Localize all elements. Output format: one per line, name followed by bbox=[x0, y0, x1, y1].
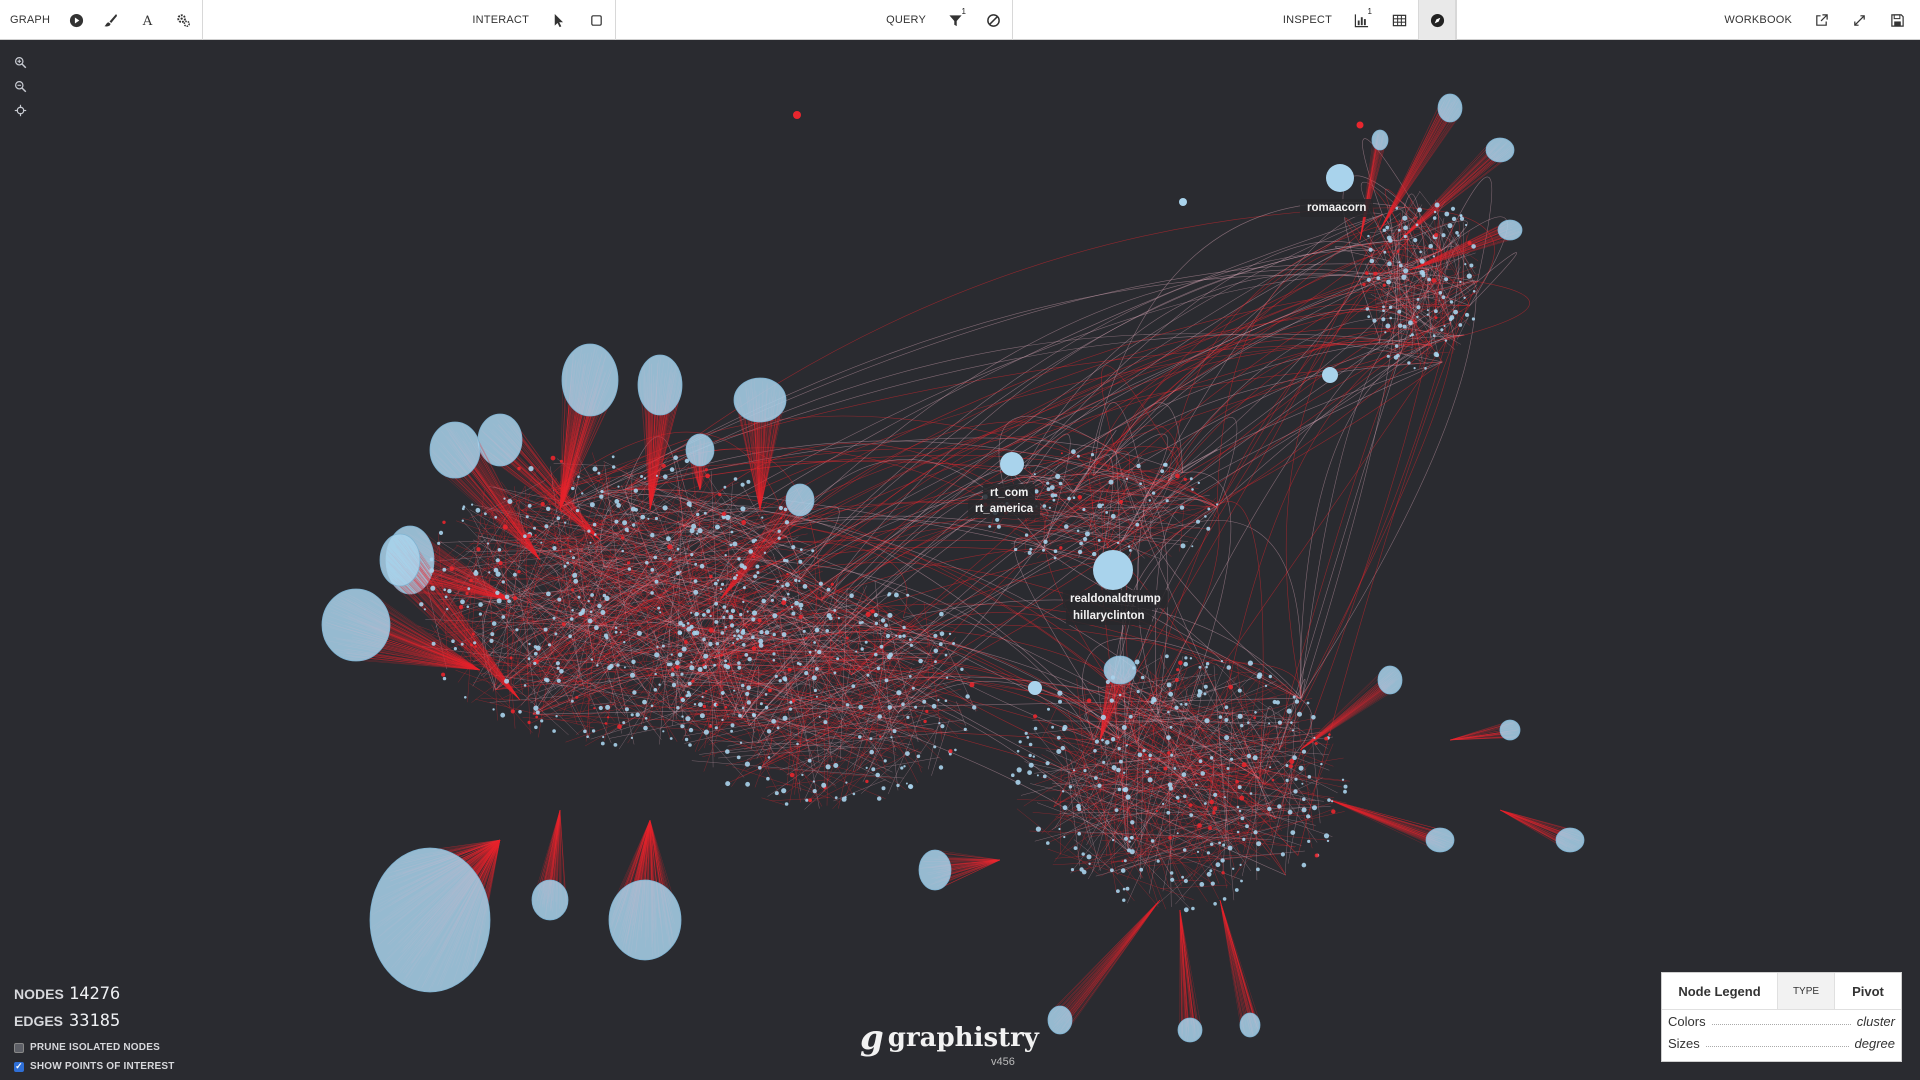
inspect-group: INSPECT 1 bbox=[1012, 0, 1457, 40]
text-button[interactable]: A bbox=[129, 0, 165, 40]
edges-label: EDGES bbox=[14, 1013, 64, 1029]
nodes-label: NODES bbox=[14, 986, 64, 1002]
brand-wordmark: g graphistry bbox=[860, 1018, 1039, 1058]
node-legend: Node Legend TYPE Pivot Colors cluster Si… bbox=[1661, 972, 1902, 1062]
external-link-button[interactable] bbox=[1802, 0, 1840, 40]
legend-row-sizes: Sizes degree bbox=[1662, 1032, 1901, 1054]
center-button[interactable] bbox=[12, 102, 28, 118]
filter-icon bbox=[948, 14, 962, 26]
zoom-controls bbox=[12, 54, 28, 118]
legend-row-colors: Colors cluster bbox=[1662, 1010, 1901, 1032]
filter-button[interactable]: 1 bbox=[936, 0, 974, 40]
play-icon bbox=[69, 13, 83, 27]
legend-key: Colors bbox=[1668, 1013, 1706, 1029]
graph-stats: NODES 14276 EDGES 33185 PRUNE ISOLATED N… bbox=[14, 984, 175, 1076]
prune-isolated-label: PRUNE ISOLATED NODES bbox=[30, 1042, 160, 1053]
prune-isolated-option[interactable]: PRUNE ISOLATED NODES bbox=[14, 1038, 175, 1057]
select-box-button[interactable] bbox=[577, 0, 615, 40]
select-box-icon bbox=[590, 14, 602, 26]
zoom-in-icon bbox=[14, 56, 26, 68]
query-group: QUERY 1 bbox=[615, 0, 1013, 40]
query-label: QUERY bbox=[886, 14, 926, 26]
legend-value: degree bbox=[1854, 1035, 1895, 1051]
brand-g-glyph: g bbox=[860, 1018, 884, 1058]
inspect-badge: 1 bbox=[1367, 7, 1372, 16]
top-toolbar: GRAPH A INTERACT QUERY 1 bbox=[0, 0, 1920, 40]
interact-group: INTERACT bbox=[203, 0, 616, 40]
fullscreen-button[interactable] bbox=[1840, 0, 1878, 40]
poi-label-realdonaldtrump[interactable]: realdonaldtrump bbox=[1063, 590, 1168, 608]
poi-label-romaacorn[interactable]: romaacorn bbox=[1300, 199, 1374, 217]
show-poi-checkbox[interactable]: ✓ bbox=[14, 1061, 24, 1072]
graph-label: GRAPH bbox=[10, 14, 51, 26]
brand-name: graphistry bbox=[887, 1023, 1039, 1053]
graph-canvas[interactable] bbox=[0, 40, 1920, 1080]
histogram-icon bbox=[1354, 13, 1368, 27]
inspect-label: INSPECT bbox=[1282, 14, 1332, 26]
legend-title: Node Legend bbox=[1678, 983, 1761, 999]
settings-icon bbox=[177, 13, 191, 27]
legend-tab-type[interactable]: TYPE bbox=[1777, 973, 1835, 1009]
graph-group: GRAPH A bbox=[0, 0, 203, 40]
clusters-layer bbox=[321, 93, 1585, 1043]
graphistry-logo: g graphistry v456 bbox=[860, 1018, 1039, 1068]
nodes-stat: NODES 14276 bbox=[14, 984, 175, 1011]
fullscreen-icon bbox=[1853, 14, 1865, 26]
show-poi-label: SHOW POINTS OF INTEREST bbox=[30, 1061, 175, 1072]
edges-stat: EDGES 33185 bbox=[14, 1011, 175, 1038]
external-link-icon bbox=[1815, 13, 1828, 26]
poi-label-rt-america[interactable]: rt_america bbox=[968, 500, 1041, 518]
legend-leader bbox=[1705, 1045, 1849, 1047]
compass-button[interactable] bbox=[1418, 0, 1456, 40]
poi-label-hillaryclinton[interactable]: hillaryclinton bbox=[1066, 607, 1152, 625]
nodes-layer bbox=[419, 111, 1476, 913]
pointer-button[interactable] bbox=[539, 0, 577, 40]
legend-leader bbox=[1711, 1023, 1851, 1025]
zoom-in-button[interactable] bbox=[12, 54, 28, 70]
zoom-out-icon bbox=[14, 80, 26, 92]
brand-version: v456 bbox=[991, 1056, 1015, 1068]
svg-text:A: A bbox=[142, 14, 153, 28]
brush-icon bbox=[104, 13, 118, 26]
show-poi-option[interactable]: ✓ SHOW POINTS OF INTEREST bbox=[14, 1057, 175, 1076]
exclude-icon bbox=[986, 13, 1000, 27]
brush-button[interactable] bbox=[93, 0, 129, 40]
query-badge: 1 bbox=[961, 7, 966, 16]
interact-label: INTERACT bbox=[472, 14, 529, 26]
workbook-label: WORKBOOK bbox=[1724, 14, 1792, 26]
legend-key: Sizes bbox=[1668, 1035, 1700, 1051]
legend-value: cluster bbox=[1856, 1013, 1895, 1029]
histogram-button[interactable]: 1 bbox=[1342, 0, 1380, 40]
save-icon bbox=[1890, 13, 1904, 27]
zoom-out-button[interactable] bbox=[12, 78, 28, 94]
table-button[interactable] bbox=[1380, 0, 1418, 40]
pointer-icon bbox=[554, 13, 563, 27]
edges-layer bbox=[413, 138, 1530, 910]
exclude-button[interactable] bbox=[974, 0, 1012, 40]
edges-count: 33185 bbox=[69, 1011, 121, 1031]
legend-header: Node Legend TYPE Pivot bbox=[1662, 973, 1901, 1010]
workbook-group: WORKBOOK bbox=[1456, 0, 1920, 40]
play-button[interactable] bbox=[60, 0, 93, 40]
nodes-count: 14276 bbox=[69, 984, 121, 1004]
table-icon bbox=[1392, 14, 1406, 26]
legend-tab-pivot[interactable]: Pivot bbox=[1852, 983, 1884, 999]
save-button[interactable] bbox=[1878, 0, 1916, 40]
text-icon: A bbox=[142, 14, 153, 28]
poi-label-rt-com[interactable]: rt_com bbox=[983, 484, 1036, 502]
settings-button[interactable] bbox=[166, 0, 202, 40]
compass-icon bbox=[1430, 13, 1444, 27]
center-icon bbox=[14, 104, 26, 116]
prune-isolated-checkbox[interactable] bbox=[14, 1042, 24, 1053]
